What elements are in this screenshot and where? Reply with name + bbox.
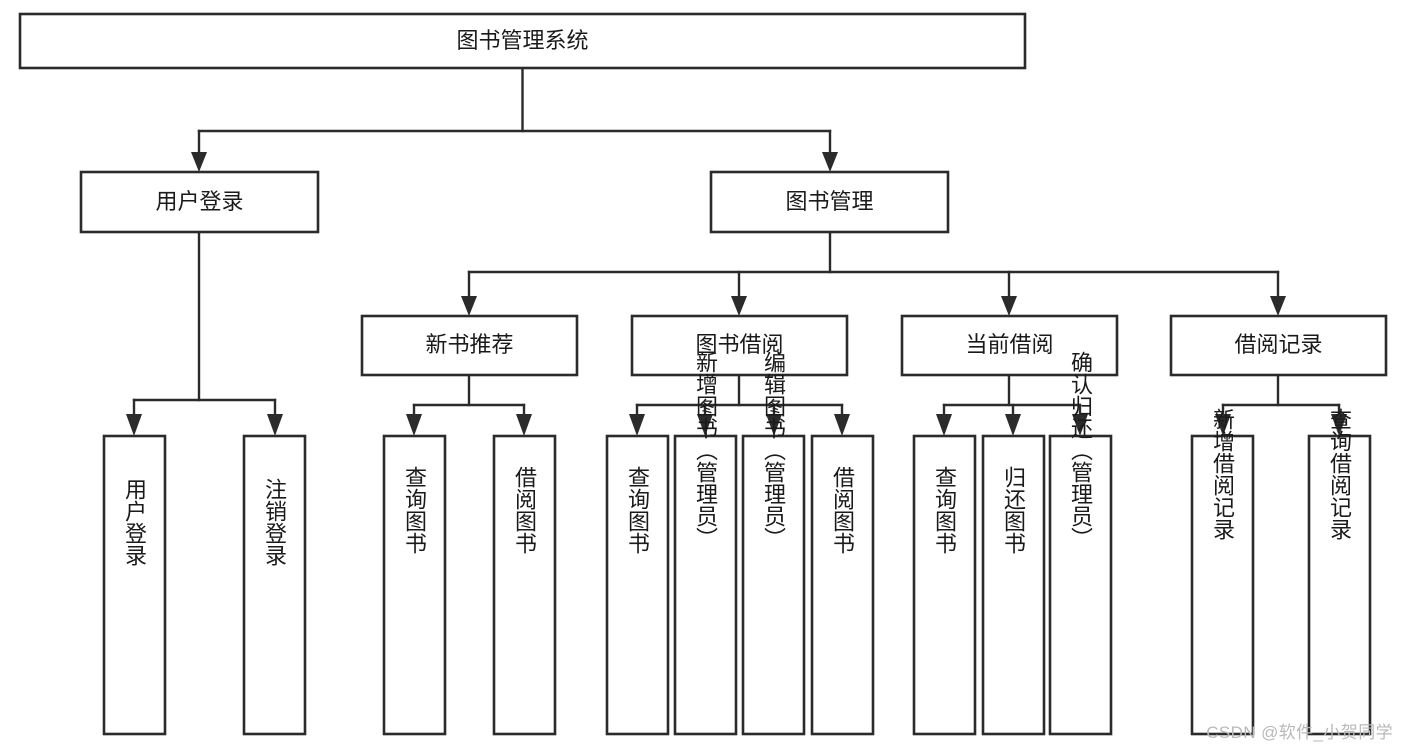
arrow-cb-leaf-2	[1005, 414, 1021, 436]
arrow-cb-leaf-3	[1072, 414, 1088, 436]
leaf-user-login-1-label: 用户登录	[122, 478, 147, 566]
arrow-nb-leaf-1	[406, 414, 422, 436]
node-user-login[interactable]: 用户登录	[79, 170, 320, 234]
node-borrow-record-label: 借阅记录	[1234, 332, 1322, 357]
leaf-user-login-2-label: 注销登录	[262, 478, 287, 566]
node-current-borrow[interactable]: 当前借阅	[900, 314, 1119, 377]
node-book-manage-label: 图书管理	[785, 189, 873, 214]
leaf-new-book-1-box[interactable]	[382, 434, 447, 736]
arrow-to-current-borrow	[1001, 296, 1017, 316]
arrow-to-book-manage	[822, 152, 838, 172]
leaf-new-book-1[interactable]: 查询图书	[382, 434, 447, 736]
node-book-borrow[interactable]: 图书借阅	[630, 314, 849, 377]
node-user-login-box[interactable]	[79, 170, 320, 234]
leaf-book-borrow-3[interactable]: 编辑图书（管理员）	[741, 351, 806, 736]
leaf-new-book-2-label: 借阅图书	[512, 466, 537, 554]
leaf-book-borrow-4-label: 借阅图书	[830, 466, 855, 554]
leaf-current-borrow-1-box[interactable]	[912, 434, 977, 736]
leaf-book-borrow-1[interactable]: 查询图书	[605, 434, 670, 736]
arrow-to-user-login	[191, 152, 207, 172]
leaf-user-login-1[interactable]: 用户登录	[102, 434, 167, 736]
leaf-book-borrow-3-label: 编辑图书（管理员）	[761, 351, 786, 549]
leaf-borrow-record-2-label: 查询借阅记录	[1327, 408, 1352, 540]
node-borrow-record[interactable]: 借阅记录	[1169, 314, 1388, 377]
leaf-borrow-record-1[interactable]: 新增借阅记录	[1190, 408, 1255, 736]
leaf-current-borrow-2-label: 归还图书	[1001, 466, 1026, 554]
node-new-book-recommend[interactable]: 新书推荐	[360, 314, 579, 377]
node-book-borrow-box[interactable]	[630, 314, 849, 377]
leaf-new-book-1-label: 查询图书	[402, 466, 427, 554]
arrow-leaf-user-login	[126, 414, 142, 436]
leaf-book-borrow-1-box[interactable]	[605, 434, 670, 736]
leaf-book-borrow-4[interactable]: 借阅图书	[810, 434, 875, 736]
leaf-current-borrow-1[interactable]: 查询图书	[912, 434, 977, 736]
arrow-leaf-logout	[267, 414, 283, 436]
leaf-user-login-2-box[interactable]	[242, 434, 307, 736]
arrow-nb-leaf-2	[516, 414, 532, 436]
node-current-borrow-label: 当前借阅	[965, 332, 1053, 357]
node-book-manage[interactable]: 图书管理	[709, 170, 950, 234]
leaf-current-borrow-3-label: 确认归还（管理员）	[1068, 351, 1093, 549]
leaf-current-borrow-3[interactable]: 确认归还（管理员）	[1048, 351, 1113, 736]
node-user-login-label: 用户登录	[155, 189, 243, 214]
arrow-br-leaf-1	[1215, 414, 1231, 436]
leaf-current-borrow-1-label: 查询图书	[932, 466, 957, 554]
leaf-new-book-2-box[interactable]	[492, 434, 557, 736]
arrow-cb-leaf-1	[936, 414, 952, 436]
leaf-book-borrow-4-box[interactable]	[810, 434, 875, 736]
leaf-current-borrow-2[interactable]: 归还图书	[981, 434, 1046, 736]
arrow-to-book-borrow	[731, 296, 747, 316]
arrow-bb-leaf-1	[629, 414, 645, 436]
node-root[interactable]: 图书管理系统	[18, 12, 1027, 70]
leaf-book-borrow-3-box[interactable]	[741, 434, 806, 736]
leaf-user-login-2[interactable]: 注销登录	[242, 434, 307, 736]
node-current-borrow-box[interactable]	[900, 314, 1119, 377]
leaf-borrow-record-1-box[interactable]	[1190, 434, 1255, 736]
arrow-to-borrow-record	[1270, 296, 1286, 316]
leaf-borrow-record-1-label: 新增借阅记录	[1210, 408, 1235, 540]
node-root-label: 图书管理系统	[456, 28, 588, 53]
arrow-bb-leaf-4	[834, 414, 850, 436]
leaf-current-borrow-3-box[interactable]	[1048, 434, 1113, 736]
node-new-book-recommend-label: 新书推荐	[425, 332, 513, 357]
leaf-borrow-record-2-box[interactable]	[1307, 434, 1372, 736]
connector-layer	[126, 66, 1347, 436]
node-book-borrow-label: 图书借阅	[695, 332, 783, 357]
node-borrow-record-box[interactable]	[1169, 314, 1388, 377]
arrow-to-new-book	[461, 296, 477, 316]
node-new-book-recommend-box[interactable]	[360, 314, 579, 377]
leaf-user-login-1-box[interactable]	[102, 434, 167, 736]
leaf-book-borrow-2[interactable]: 新增图书（管理员）	[673, 351, 738, 736]
leaf-borrow-record-2[interactable]: 查询借阅记录	[1307, 408, 1372, 736]
arrow-bb-leaf-2	[697, 414, 713, 436]
leaf-current-borrow-2-box[interactable]	[981, 434, 1046, 736]
leaf-book-borrow-1-label: 查询图书	[625, 466, 650, 554]
leaf-book-borrow-2-box[interactable]	[673, 434, 738, 736]
leaf-book-borrow-2-label: 新增图书（管理员）	[693, 351, 718, 549]
arrow-bb-leaf-3	[766, 414, 782, 436]
node-root-box[interactable]	[18, 12, 1027, 70]
leaf-new-book-2[interactable]: 借阅图书	[492, 434, 557, 736]
node-book-manage-box[interactable]	[709, 170, 950, 234]
arrow-br-leaf-2	[1331, 414, 1347, 436]
